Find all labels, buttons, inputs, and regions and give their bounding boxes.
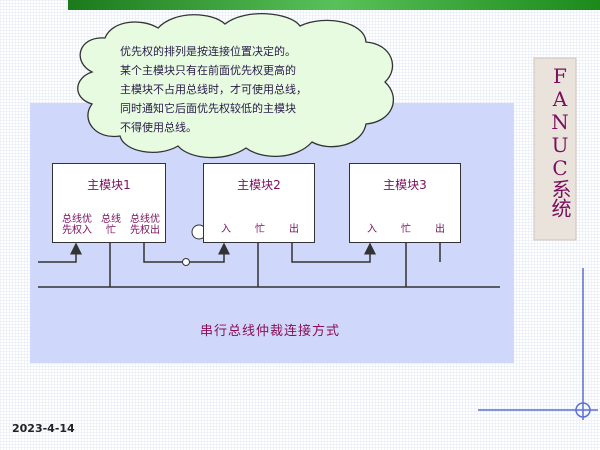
port-in: 入 [367,224,377,235]
module-title: 主模块1 [87,178,131,192]
callout-line: 优先权的排列是按连接位置决定的。 [120,45,296,58]
module-title: 主模块3 [383,178,427,192]
top-accent-bar [68,0,600,10]
callout-bubble-small [182,258,190,266]
brand-pillar [533,57,577,241]
port-priority-out: 总线优 先权出 [130,214,160,236]
master-module-2: 主模块2 入 忙 出 [203,163,315,243]
port-in: 入 [221,224,231,235]
decor-target-circle [575,402,591,418]
port-busy: 总线 忙 [101,214,121,236]
callout-line: 某个主模块只有在前面优先权更高的 [120,64,296,77]
slide-date: 2023-4-14 [12,422,75,435]
callout-text: 优先权的排列是按连接位置决定的。 某个主模块只有在前面优先权更高的 主模块不占用… [120,42,370,137]
priority-in-wire-1 [38,242,82,263]
module-title: 主模块2 [237,178,281,192]
master-module-1: 主模块1 总线优 先权入 总线 忙 总线优 先权出 [52,163,166,243]
port-priority-in: 总线优 先权入 [62,214,92,236]
callout-line: 不得使用总线。 [120,121,197,134]
port-busy: 忙 [255,224,265,235]
port-busy: 忙 [401,224,411,235]
brand-label: FANUC系统 [548,64,572,217]
diagram-caption: 串行总线仲裁连接方式 [200,324,341,339]
callout-line: 同时通知它后面优先权较低的主模块 [120,102,296,115]
priority-chain-wire-2-3 [291,242,376,263]
master-module-3: 主模块3 入 忙 出 [349,163,461,243]
port-out: 出 [289,224,299,235]
port-out: 出 [435,224,445,235]
callout-cloud-shape [77,13,395,159]
callout-line: 主模块不占用总线时，才可使用总线， [120,83,307,96]
